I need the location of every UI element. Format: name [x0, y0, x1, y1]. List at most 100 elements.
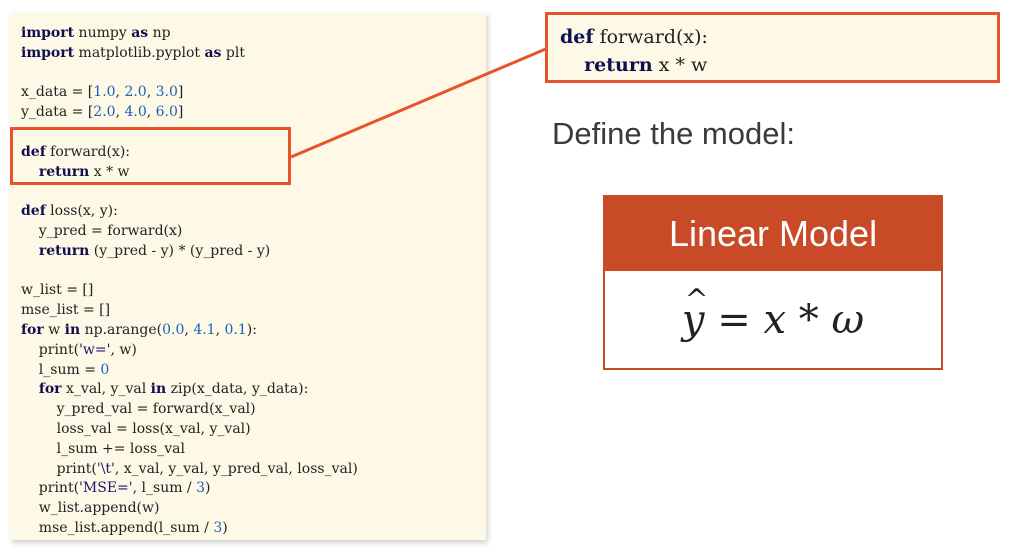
- code-line: mse_list = []: [21, 301, 358, 321]
- code-token: zip(x_data, y_data):: [166, 381, 309, 398]
- code-line: l_sum += loss_val: [21, 440, 358, 460]
- linear-model-formula: y = x * ω: [605, 271, 941, 368]
- code-token: ):: [246, 321, 257, 338]
- code-token: def: [560, 26, 594, 48]
- y-hat-symbol: y: [682, 283, 708, 343]
- code-token: ]: [177, 104, 184, 121]
- code-token: import: [21, 44, 75, 61]
- code-token: ,: [115, 104, 125, 121]
- code-token: loss_val = loss(x_val, y_val): [21, 420, 251, 437]
- code-token: loss(x, y):: [45, 203, 118, 220]
- code-token: numpy: [74, 25, 132, 41]
- forward-function-callout: def forward(x): return x * w: [545, 12, 1000, 83]
- code-token: 1.0: [93, 84, 116, 101]
- code-token: l_sum += loss_val: [21, 440, 185, 457]
- code-token: w_list.append(w): [21, 500, 160, 517]
- code-line: print('\t', x_val, y_val, y_pred_val, lo…: [21, 460, 358, 480]
- code-token: 3: [213, 519, 223, 536]
- code-line: y_data = [2.0, 4.0, 6.0]: [21, 103, 358, 123]
- code-token: mse_list = []: [21, 302, 111, 319]
- code-line: def forward(x):: [21, 143, 358, 163]
- code-token: print(: [21, 341, 80, 358]
- code-token: print(: [21, 480, 80, 497]
- code-line: w_list = []: [21, 281, 358, 301]
- code-line: loss_val = loss(x_val, y_val): [21, 420, 358, 440]
- code-token: return: [38, 163, 90, 180]
- code-line: print('MSE=', l_sum / 3): [21, 479, 358, 499]
- code-line: def loss(x, y):: [21, 202, 358, 222]
- code-token: mse_list.append(l_sum /: [21, 519, 214, 536]
- code-line: w_list.append(w): [21, 499, 358, 519]
- callout-code: def forward(x): return x * w: [560, 23, 708, 79]
- code-token: , x_val, y_val, y_pred_val, loss_val): [114, 460, 358, 477]
- code-token: x_val, y_val: [61, 381, 151, 398]
- code-line: return (y_pred - y) * (y_pred - y): [21, 242, 358, 262]
- code-line: import matplotlib.pyplot as plt: [21, 44, 358, 64]
- code-token: l_sum =: [21, 361, 101, 378]
- code-token: w_list = []: [21, 282, 94, 299]
- define-model-label: Define the model:: [552, 116, 795, 151]
- code-token: y_pred_val = forward(x_val): [21, 401, 256, 418]
- code-line: for w in np.arange(0.0, 4.1, 0.1):: [21, 321, 358, 341]
- code-token: ,: [146, 104, 156, 121]
- code-token: 6.0: [155, 104, 178, 121]
- code-token: in: [150, 381, 167, 398]
- code-token: y_data = [: [21, 104, 94, 121]
- code-token: 4.1: [193, 321, 216, 338]
- code-line: for x_val, y_val in zip(x_data, y_data):: [21, 380, 358, 400]
- code-token: y_pred = forward(x): [21, 222, 183, 239]
- code-token: ]: [177, 84, 184, 101]
- code-token: return: [584, 54, 653, 76]
- code-line: mse_list.append(l_sum / 3): [21, 519, 358, 539]
- code-token: w: [43, 321, 65, 338]
- code-token: print(: [21, 460, 97, 477]
- code-token: matplotlib.pyplot: [74, 44, 205, 61]
- code-token: 0: [100, 361, 110, 378]
- code-token: 3: [196, 480, 206, 497]
- code-line: y_pred_val = forward(x_val): [21, 400, 358, 420]
- code-token: ,: [146, 84, 156, 101]
- code-token: 3.0: [155, 84, 178, 101]
- code-token: 4.0: [124, 104, 147, 121]
- code-token: x * w: [652, 54, 708, 76]
- code-token: as: [131, 25, 149, 41]
- code-token: 'w=': [79, 341, 111, 358]
- code-line: import numpy as np: [21, 24, 358, 44]
- code-token: ): [222, 519, 228, 536]
- code-token: '\t': [96, 460, 115, 477]
- code-token: np.arange(: [80, 321, 163, 338]
- forward-function-highlight: [10, 127, 291, 185]
- code-token: for: [38, 381, 62, 398]
- code-token: in: [64, 321, 81, 338]
- code-token: ,: [115, 84, 125, 101]
- linear-model-title: Linear Model: [605, 197, 941, 271]
- code-token: forward(x):: [45, 143, 130, 160]
- code-token: , w): [110, 341, 137, 358]
- code-token: (y_pred - y) * (y_pred - y): [89, 242, 271, 259]
- code-token: for: [21, 321, 44, 338]
- code-token: ): [205, 480, 211, 497]
- callout-code-line: return x * w: [560, 51, 708, 79]
- code-token: 0.0: [162, 321, 185, 338]
- code-token: def: [21, 143, 46, 160]
- code-line: print('w=', w): [21, 341, 358, 361]
- callout-code-line: def forward(x):: [560, 23, 708, 51]
- code-line: y_pred = forward(x): [21, 222, 358, 242]
- code-token: , l_sum /: [132, 480, 197, 497]
- code-token: ,: [184, 321, 194, 338]
- formula-rhs: = x * ω: [704, 296, 865, 343]
- code-token: 0.1: [224, 321, 247, 338]
- code-token: np: [148, 25, 171, 41]
- code-token: forward(x):: [593, 26, 708, 48]
- code-token: x_data = [: [21, 84, 94, 101]
- code-line: l_sum = 0: [21, 361, 358, 381]
- code-token: def: [21, 203, 46, 220]
- code-token: plt: [221, 44, 245, 61]
- code-token: 2.0: [124, 84, 147, 101]
- code-token: as: [204, 44, 222, 61]
- code-token: ,: [215, 321, 225, 338]
- code-token: [560, 54, 584, 76]
